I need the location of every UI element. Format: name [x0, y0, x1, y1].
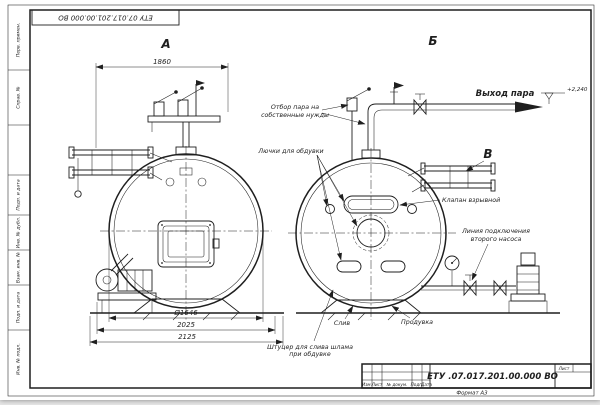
top-stamp: ЕТУ 07.017.201.00.000 ВО [31, 9, 180, 26]
steam-outlet: Выход пара +2,240 [476, 87, 588, 113]
second-pump-line1: Линия подключения [461, 228, 530, 235]
view-a-safety-valves [147, 80, 221, 156]
tb-col-docum: № докум. [386, 382, 408, 387]
dim-1860: 1860 [153, 58, 171, 66]
title-block: Изм. Лист № докум. Подп. Дата ЕТУ .07.01… [361, 363, 592, 389]
view-b-boiler [288, 148, 456, 320]
callout-blowdown: Продувка [391, 305, 433, 326]
tb-col-podp: Подп. [411, 382, 424, 387]
side-label: Взам. инв. № [16, 252, 22, 283]
callout-steam-tap: Отбор пара на собственные нужды [261, 103, 366, 125]
view-a-boiler [100, 146, 272, 320]
doc-number: ЕТУ .07.017.201.00.000 ВО [427, 372, 558, 382]
callout-hatches: Лючки для обдувки [257, 147, 358, 261]
format-label: Формат А3 [456, 391, 488, 397]
tb-sheet-label: Лист [558, 366, 570, 371]
hatches-label: Лючки для обдувки [257, 147, 323, 155]
view-a-dimensions: 1860 Ø1646 2025 2125 [89, 58, 284, 346]
blowdown-label: Продувка [401, 319, 433, 326]
side-column-labels: Перв. примен. Справ. № Подп. и дата Инв.… [16, 23, 22, 375]
steam-outlet-label: Выход пара [476, 89, 535, 99]
callout-sludge-fitting: Штуцер для слива шлама при обдувке [267, 289, 353, 358]
top-stamp-number: ЕТУ 07.017.201.00.000 ВО [58, 14, 153, 22]
callout-explosion-valve: Клапан взрывной [399, 197, 500, 207]
tb-col-izm: Изм. [362, 382, 372, 387]
steam-tap-line2: собственные нужды [261, 111, 329, 119]
side-label: Инв. № дубл. [16, 217, 22, 248]
view-b-saddle-ground [296, 299, 560, 321]
dim-2025: 2025 [177, 321, 195, 329]
tb-col-data: Дата [420, 382, 432, 387]
side-label: Перв. примен. [16, 23, 22, 58]
view-v-label: В [483, 147, 492, 161]
view-a-gauge-rails [68, 146, 173, 198]
sludge-line2: при обдувке [289, 350, 331, 358]
drain-label: Слив [334, 320, 351, 327]
dim-diameter: Ø1646 [173, 309, 198, 317]
view-b-gauge-rails [407, 162, 496, 193]
elevation-label: +2,240 [567, 87, 588, 93]
side-label: Инв. № подл. [16, 343, 22, 375]
view-a-label: А [160, 37, 170, 51]
view-a-burner-pump [95, 253, 157, 314]
explosion-valve-label: Клапан взрывной [442, 197, 500, 204]
tb-col-list: Лист [371, 382, 383, 387]
callout-second-pump: Линия подключения второго насоса [461, 228, 530, 281]
side-label: Подп. и дата [16, 292, 22, 323]
view-b-label: Б [428, 34, 437, 48]
view-b-steam-piping [346, 82, 515, 160]
side-label: Подп. и дата [16, 179, 22, 210]
dim-2125: 2125 [178, 333, 196, 341]
steam-tap-line1: Отбор пара на [271, 103, 319, 111]
view-v-marker: В [465, 147, 493, 172]
sheet-frame [7, 4, 595, 397]
callout-drain: Слив [334, 305, 354, 327]
side-label: Справ. № [16, 86, 22, 109]
sludge-line1: Штуцер для слива шлама [267, 344, 353, 351]
steam-outlet-arrow [515, 101, 543, 113]
second-pump-line2: второго насоса [471, 236, 522, 243]
